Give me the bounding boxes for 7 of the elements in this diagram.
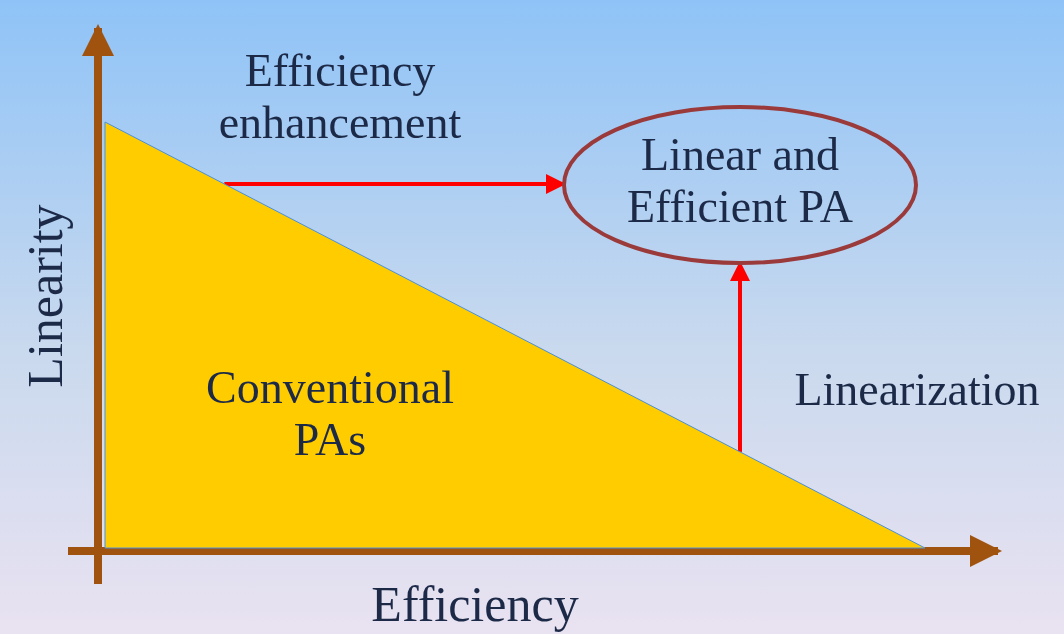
ellipse-node (562, 105, 918, 265)
axis-title: Linearity (19, 203, 71, 390)
node-label: Conventional PAs (205, 362, 455, 466)
node-label: Linear and Efficient PA (625, 129, 855, 233)
edge-label: Efficiency enhancement (217, 45, 463, 149)
axis-title: Efficiency (370, 578, 580, 630)
edge-label: Linearization (793, 364, 1041, 416)
